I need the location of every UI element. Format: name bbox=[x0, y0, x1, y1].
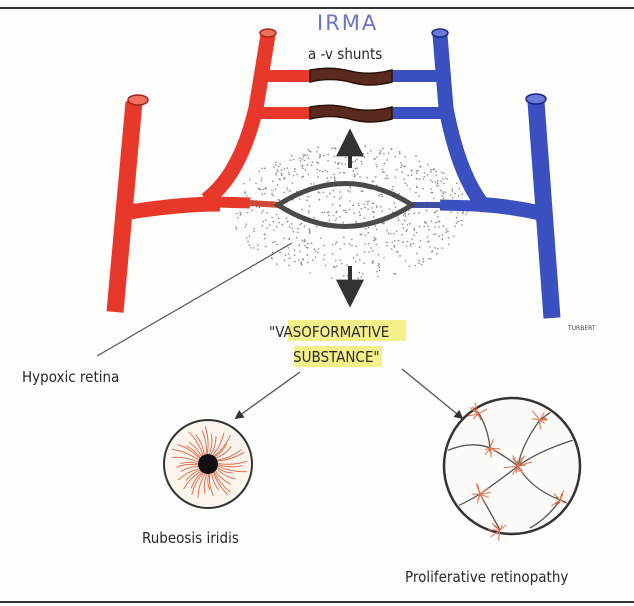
vasoformative-label-line1: "VASOFORMATIVE bbox=[269, 323, 389, 341]
arrow-to-rubeosis bbox=[236, 372, 300, 418]
vasoformative-label-line2: SUBSTANCE" bbox=[293, 348, 380, 366]
rubeosis-iris-illustration bbox=[164, 420, 252, 508]
pupil bbox=[198, 454, 218, 474]
irma-handwritten-note: IRMA bbox=[317, 11, 378, 35]
artery-cut-end bbox=[260, 29, 276, 37]
av-shunts-label: a -v shunts bbox=[308, 45, 382, 63]
venous-tree bbox=[392, 35, 552, 318]
vein-cut-end bbox=[432, 29, 448, 37]
rubeosis-iridis-label: Rubeosis iridis bbox=[142, 529, 239, 547]
vein-cut-end bbox=[526, 94, 546, 104]
arrow-to-proliferative bbox=[402, 369, 462, 418]
artery-cut-end bbox=[128, 95, 148, 105]
hypoxic-retina-label: Hypoxic retina bbox=[22, 368, 119, 386]
artist-signature: TURBERT bbox=[567, 325, 596, 332]
proliferative-retinopathy-label: Proliferative retinopathy bbox=[405, 568, 568, 586]
av-shunts bbox=[310, 68, 392, 122]
proliferative-retina-illustration bbox=[444, 398, 585, 541]
